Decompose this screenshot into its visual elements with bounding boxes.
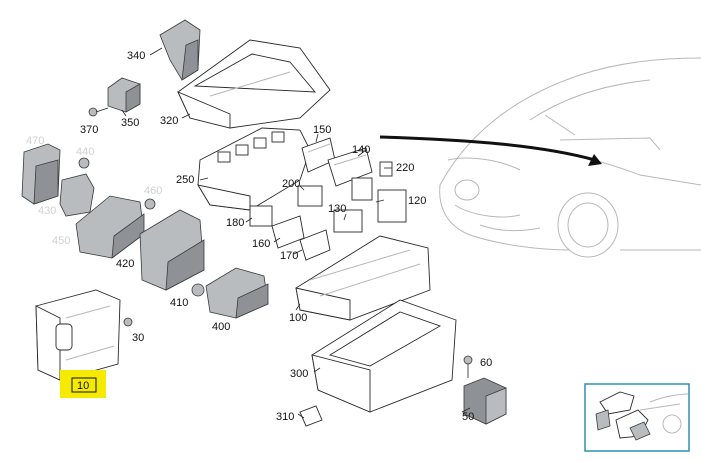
label-10: 10 (77, 380, 89, 392)
label-420: 420 (116, 258, 134, 270)
car-outline (439, 57, 701, 258)
part-130-relay (333, 209, 363, 233)
overview-thumbnail[interactable] (584, 383, 690, 452)
part-10-ecu (35, 289, 121, 381)
part-160-fuse-strip (271, 215, 305, 249)
part-430-bracket (59, 173, 95, 217)
label-130: 130 (328, 203, 346, 215)
label-120: 120 (408, 195, 426, 207)
part-420-cover (139, 209, 205, 291)
part-140-fuse-strip (327, 147, 373, 187)
part-120-relay (351, 177, 407, 223)
highlight-box-10 (60, 370, 106, 398)
part-320-cover (177, 39, 331, 129)
label-50: 50 (462, 411, 474, 423)
part-30-screw (123, 317, 133, 327)
part-460-clip (144, 198, 156, 210)
part-410-clip (191, 283, 205, 297)
part-450-control-unit (75, 195, 145, 259)
label-350: 350 (121, 117, 139, 129)
part-170-fuse-strip (299, 229, 331, 261)
label-250: 250 (176, 174, 194, 186)
part-300-housing (311, 299, 457, 413)
label-140: 140 (352, 144, 370, 156)
part-310-clip (299, 405, 323, 427)
part-350-relay (107, 77, 141, 113)
label-170: 170 (280, 250, 298, 262)
label-160: 160 (252, 238, 270, 250)
highlight-frame-10 (71, 377, 97, 393)
label-340: 340 (127, 50, 145, 62)
label-310: 310 (276, 411, 294, 423)
label-150: 150 (313, 124, 331, 136)
label-470: 470 (26, 135, 44, 147)
label-320: 320 (160, 115, 178, 127)
label-100: 100 (289, 312, 307, 324)
part-250-carrier (197, 127, 311, 211)
part-200-relay (297, 185, 323, 207)
part-220-clip (379, 161, 393, 177)
part-labels: 340 370 350 320 150 140 220 470 440 250 … (26, 50, 492, 423)
label-400: 400 (212, 321, 230, 333)
label-220: 220 (396, 162, 414, 174)
part-440-part (78, 157, 90, 169)
label-30: 30 (132, 332, 144, 344)
label-180: 180 (226, 217, 244, 229)
label-460: 460 (144, 185, 162, 197)
part-470-bracket (21, 143, 61, 205)
label-370: 370 (80, 124, 98, 136)
part-60-screw (463, 355, 473, 378)
part-50-connector (463, 377, 507, 425)
label-410: 410 (170, 297, 188, 309)
label-450: 450 (52, 235, 70, 247)
label-430: 430 (38, 205, 56, 217)
part-370-screw (88, 107, 109, 117)
thumbnail-parts (595, 391, 689, 441)
label-60: 60 (480, 357, 492, 369)
label-200: 200 (282, 178, 300, 190)
part-400-module (205, 267, 269, 319)
part-340-bracket (159, 19, 201, 81)
label-300: 300 (290, 368, 308, 380)
part-180-clip (249, 205, 273, 227)
part-100-fuse-box (295, 235, 431, 321)
location-arrow (379, 135, 602, 166)
label-440: 440 (76, 146, 94, 158)
leader-lines (121, 47, 471, 419)
